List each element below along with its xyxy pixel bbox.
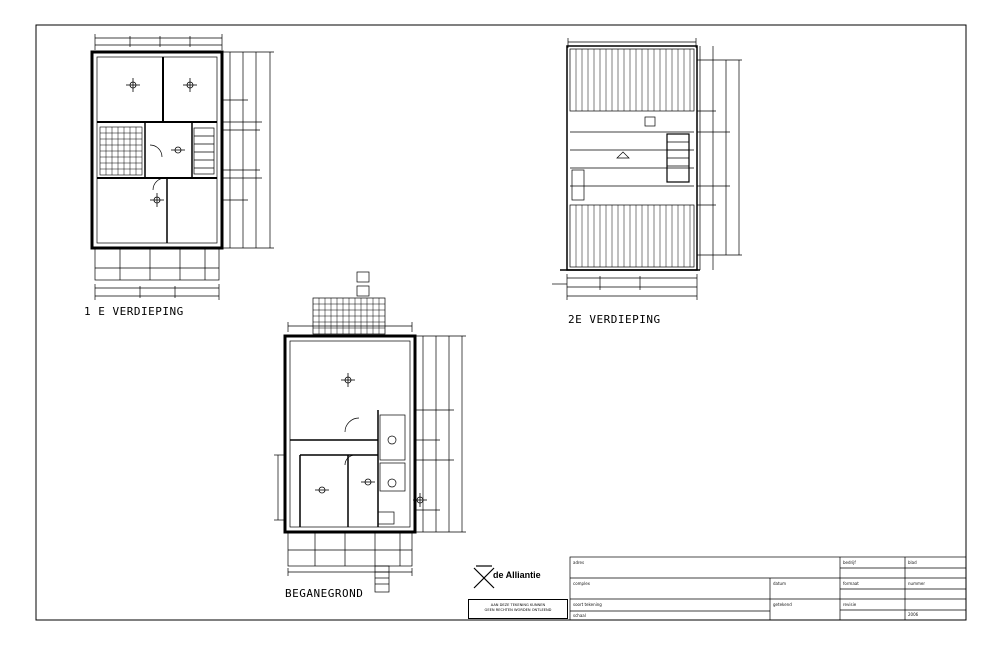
ground-floor-plan <box>274 271 466 593</box>
stamp-line-2: GEEN RECHTEN WORDEN ONTLEEND <box>484 608 552 612</box>
tb-revision: revisie <box>843 602 857 607</box>
tb-date: datum <box>773 581 786 586</box>
title-block <box>569 556 967 621</box>
first-floor-plan <box>90 34 274 300</box>
sheet-border <box>35 24 967 621</box>
alliantie-logo-icon <box>473 565 495 589</box>
ground-floor-label: BEGANEGROND <box>285 587 364 600</box>
tb-date-value: 2006 <box>908 612 919 617</box>
second-floor-plan <box>552 38 742 300</box>
tb-project: adres <box>573 560 585 565</box>
first-floor-label: 1 E VERDIEPING <box>84 305 184 318</box>
roof-hatching <box>575 49 691 267</box>
tb-sheet: blad <box>908 560 917 565</box>
tb-scale: schaal <box>573 613 586 618</box>
stamp-line-1: AAN DEZE TEKENING KUNNEN <box>490 603 546 607</box>
tb-company: bedrijf <box>843 560 856 565</box>
tile-grid <box>100 127 142 175</box>
disclaimer-stamp: AAN DEZE TEKENING KUNNEN GEEN RECHTEN WO… <box>468 599 568 619</box>
tb-format: formaat <box>843 581 859 586</box>
tb-number: nummer <box>908 581 925 586</box>
shed-tiles <box>313 298 385 334</box>
second-floor-label: 2E VERDIEPING <box>568 313 661 326</box>
logo-name: de Alliantie <box>493 570 541 580</box>
tb-complex: complex <box>573 581 590 586</box>
tb-drawing-type: soort tekening <box>573 602 602 607</box>
tb-drawn-by: getekend <box>773 602 792 607</box>
